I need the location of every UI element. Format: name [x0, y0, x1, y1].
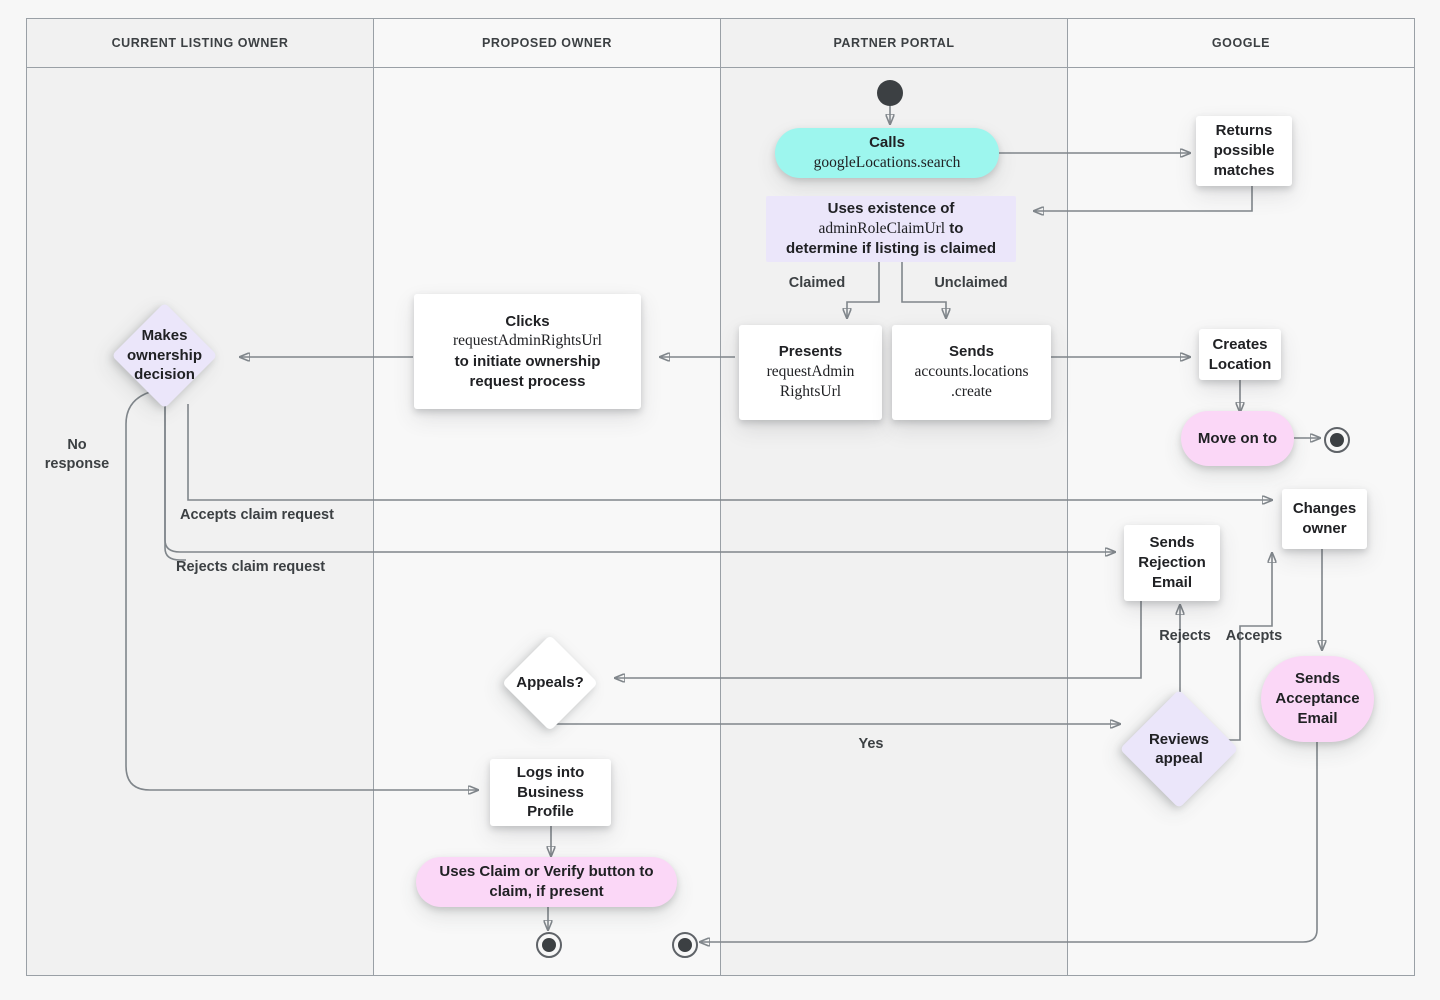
edge-label-rejects: Rejects — [1159, 628, 1211, 644]
node-calls-line2: googleLocations.search — [813, 153, 961, 171]
node-move-on-to[interactable]: Move on to — [1181, 411, 1294, 466]
node-logs-into-business-profile-label: Logs into Business Profile — [516, 763, 585, 821]
edge-label-claimed: Claimed — [788, 275, 846, 291]
node-uses-existence-of-admin-role-claim-url[interactable]: Uses existence of adminRoleClaimUrl to d… — [766, 196, 1016, 262]
node-presents-line2: requestAdmin RightsUrl — [766, 362, 855, 401]
node-clicks-line1: Clicks — [505, 312, 550, 330]
end-node-proposed-owner — [536, 932, 562, 958]
node-sends-acceptance-email[interactable]: Sends Acceptance Email — [1261, 656, 1374, 742]
node-changes-owner[interactable]: Changes owner — [1282, 489, 1367, 549]
end-node-google — [1324, 427, 1350, 453]
end-node-partner-portal — [672, 932, 698, 958]
edge-label-accepts-claim-request: Accepts claim request — [180, 507, 334, 523]
node-creates-location-label: Creates Location — [1208, 335, 1272, 373]
lane-title-partner-portal: PARTNER PORTAL — [833, 36, 955, 50]
node-uses-claim-or-verify-button-label: Uses Claim or Verify button to claim, if… — [439, 863, 654, 900]
start-node — [877, 80, 903, 106]
node-calls-line1: Calls — [869, 133, 905, 151]
node-uses-existence-line4: determine if listing is claimed — [785, 240, 997, 258]
node-sends-acceptance-email-label: Sends Acceptance Email — [1275, 670, 1360, 727]
edge-label-accepts: Accepts — [1225, 628, 1283, 644]
node-clicks-line2: requestAdminRightsUrl — [453, 332, 602, 350]
node-sends-rejection-email-label: Sends Rejection Email — [1138, 534, 1206, 591]
node-makes-ownership-decision[interactable]: Makes ownership decision — [111, 302, 218, 409]
edge-label-yes: Yes — [858, 736, 884, 752]
node-sends-accounts-locations-create[interactable]: Sends accounts.locations .create — [892, 325, 1051, 420]
node-logs-into-business-profile[interactable]: Logs into Business Profile — [490, 759, 611, 826]
lane-header-current-listing-owner: CURRENT LISTING OWNER — [26, 18, 374, 68]
node-clicks-line3: to initiate ownership request process — [454, 352, 601, 390]
node-uses-existence-line1: Uses existence of — [827, 199, 955, 217]
lane-header-google: GOOGLE — [1067, 18, 1415, 68]
node-sends-create-line1: Sends — [948, 343, 994, 361]
node-returns-possible-matches-label: Returns possible matches — [1213, 122, 1275, 179]
node-clicks-request-admin-rights-url[interactable]: Clicks requestAdminRightsUrl to initiate… — [414, 294, 641, 409]
node-uses-existence-line3: to — [945, 219, 964, 237]
lane-proposed-owner — [373, 18, 721, 976]
node-creates-location[interactable]: Creates Location — [1199, 329, 1281, 380]
lane-header-proposed-owner: PROPOSED OWNER — [373, 18, 721, 68]
lane-title-google: GOOGLE — [1211, 36, 1271, 50]
node-calls-google-locations-search[interactable]: Calls googleLocations.search — [775, 128, 999, 178]
lane-title-current-listing-owner: CURRENT LISTING OWNER — [111, 36, 289, 50]
lane-current-listing-owner — [26, 18, 374, 976]
lane-header-partner-portal: PARTNER PORTAL — [720, 18, 1068, 68]
node-appeals-decision[interactable]: Appeals? — [501, 634, 599, 732]
lane-title-proposed-owner: PROPOSED OWNER — [482, 36, 612, 50]
node-uses-claim-or-verify-button[interactable]: Uses Claim or Verify button to claim, if… — [416, 857, 677, 907]
edge-label-rejects-claim-request: Rejects claim request — [176, 559, 326, 575]
node-sends-rejection-email[interactable]: Sends Rejection Email — [1124, 525, 1220, 601]
node-presents-request-admin-rights-url[interactable]: Presents requestAdmin RightsUrl — [739, 325, 882, 420]
edge-label-unclaimed: Unclaimed — [934, 275, 1008, 291]
node-move-on-to-label: Move on to — [1197, 429, 1278, 447]
node-sends-create-line2: accounts.locations .create — [914, 362, 1029, 401]
node-uses-existence-line2: adminRoleClaimUrl — [818, 219, 946, 237]
node-reviews-appeal-decision[interactable]: Reviews appeal — [1119, 689, 1239, 809]
node-makes-ownership-decision-label: Makes ownership decision — [127, 327, 203, 384]
node-reviews-appeal-label: Reviews appeal — [1148, 730, 1210, 768]
node-returns-possible-matches[interactable]: Returns possible matches — [1196, 116, 1292, 186]
edge-label-no-response: No response — [44, 437, 110, 472]
node-appeals-label: Appeals? — [516, 674, 584, 692]
node-presents-line1: Presents — [778, 343, 843, 361]
node-changes-owner-label: Changes owner — [1292, 500, 1357, 537]
